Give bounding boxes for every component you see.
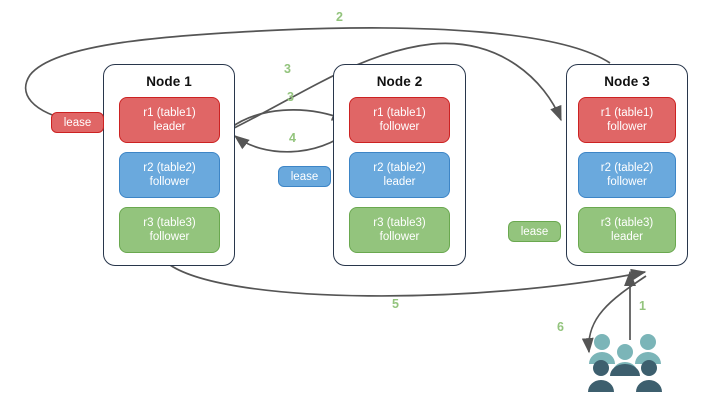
range-n1r1-line1: r1 (table1)	[143, 107, 196, 119]
users-icon-body-back-left	[589, 352, 615, 364]
range-n3r1[interactable]: r1 (table1) follower	[578, 97, 676, 143]
range-n2r1[interactable]: r1 (table1) follower	[349, 97, 450, 143]
range-n3r2-line1: r2 (table2)	[600, 162, 654, 174]
range-n2r1-line1: r1 (table1)	[373, 107, 426, 119]
range-n3r3[interactable]: r3 (table3) leader	[578, 207, 676, 253]
lease-badge-red-label: lease	[63, 116, 92, 129]
edge-label-3b: 3	[287, 90, 294, 104]
range-n3r3-line2: leader	[611, 231, 643, 243]
range-n2r2[interactable]: r2 (table2) leader	[349, 152, 450, 198]
users-icon-body-front-right	[636, 380, 662, 392]
edge-label-1: 1	[639, 299, 646, 313]
lease-badge-blue-label: lease	[290, 170, 319, 183]
users-icon-body-front-left	[588, 380, 614, 392]
lease-badge-green[interactable]: lease	[508, 221, 561, 242]
users-icon-head-back-left	[594, 334, 610, 350]
range-n2r3[interactable]: r3 (table3) follower	[349, 207, 450, 253]
lease-badge-red[interactable]: lease	[51, 112, 104, 133]
range-n3r1-line1: r1 (table1)	[600, 107, 654, 119]
edge-label-6: 6	[557, 320, 564, 334]
range-n3r3-line1: r3 (table3)	[600, 217, 654, 229]
range-n1r2-line2: follower	[149, 176, 190, 188]
range-n1r1-line2: leader	[153, 121, 186, 133]
edge-label-4: 4	[289, 131, 296, 145]
range-n3r2[interactable]: r2 (table2) follower	[578, 152, 676, 198]
range-n3r2-line2: follower	[607, 176, 647, 188]
users-icon-body-front-center	[610, 364, 640, 376]
node-title-node1: Node 1	[146, 74, 192, 89]
range-n2r3-line1: r3 (table3)	[373, 217, 426, 229]
range-n2r2-line2: leader	[383, 176, 416, 188]
users-icon-head-back-right	[640, 334, 656, 350]
range-n1r3[interactable]: r3 (table3) follower	[119, 207, 220, 253]
edge-3-upper-path	[227, 42, 562, 132]
range-n1r3-line2: follower	[149, 231, 190, 243]
edge-6-path	[581, 275, 647, 354]
range-n2r2-line1: r2 (table2)	[373, 162, 426, 174]
lease-badge-green-label: lease	[520, 225, 549, 238]
edge-5-path	[169, 264, 647, 297]
range-n1r1[interactable]: r1 (table1) leader	[119, 97, 220, 143]
lease-badge-blue[interactable]: lease	[278, 166, 331, 187]
edge-label-2: 2	[336, 10, 343, 24]
edge-2-path	[24, 27, 611, 125]
range-n2r3-line2: follower	[379, 231, 420, 243]
edge-3-lower-path	[228, 109, 348, 130]
node-title-node3: Node 3	[604, 74, 650, 89]
range-n3r1-line2: follower	[607, 121, 647, 133]
edge-label-5: 5	[392, 297, 399, 311]
range-n1r3-line1: r3 (table3)	[143, 217, 196, 229]
users-icon-head-front-right	[641, 360, 657, 376]
range-n2r1-line2: follower	[379, 121, 420, 133]
edge-label-3a: 3	[284, 62, 291, 76]
users-icon-body-back-right	[635, 352, 661, 364]
range-n1r2-line1: r2 (table2)	[143, 162, 196, 174]
node-title-node2: Node 2	[376, 74, 423, 89]
range-n1r2[interactable]: r2 (table2) follower	[119, 152, 220, 198]
users-icon	[588, 334, 662, 392]
users-icon-head-front-left	[593, 360, 609, 376]
users-icon-head-center	[617, 344, 633, 360]
